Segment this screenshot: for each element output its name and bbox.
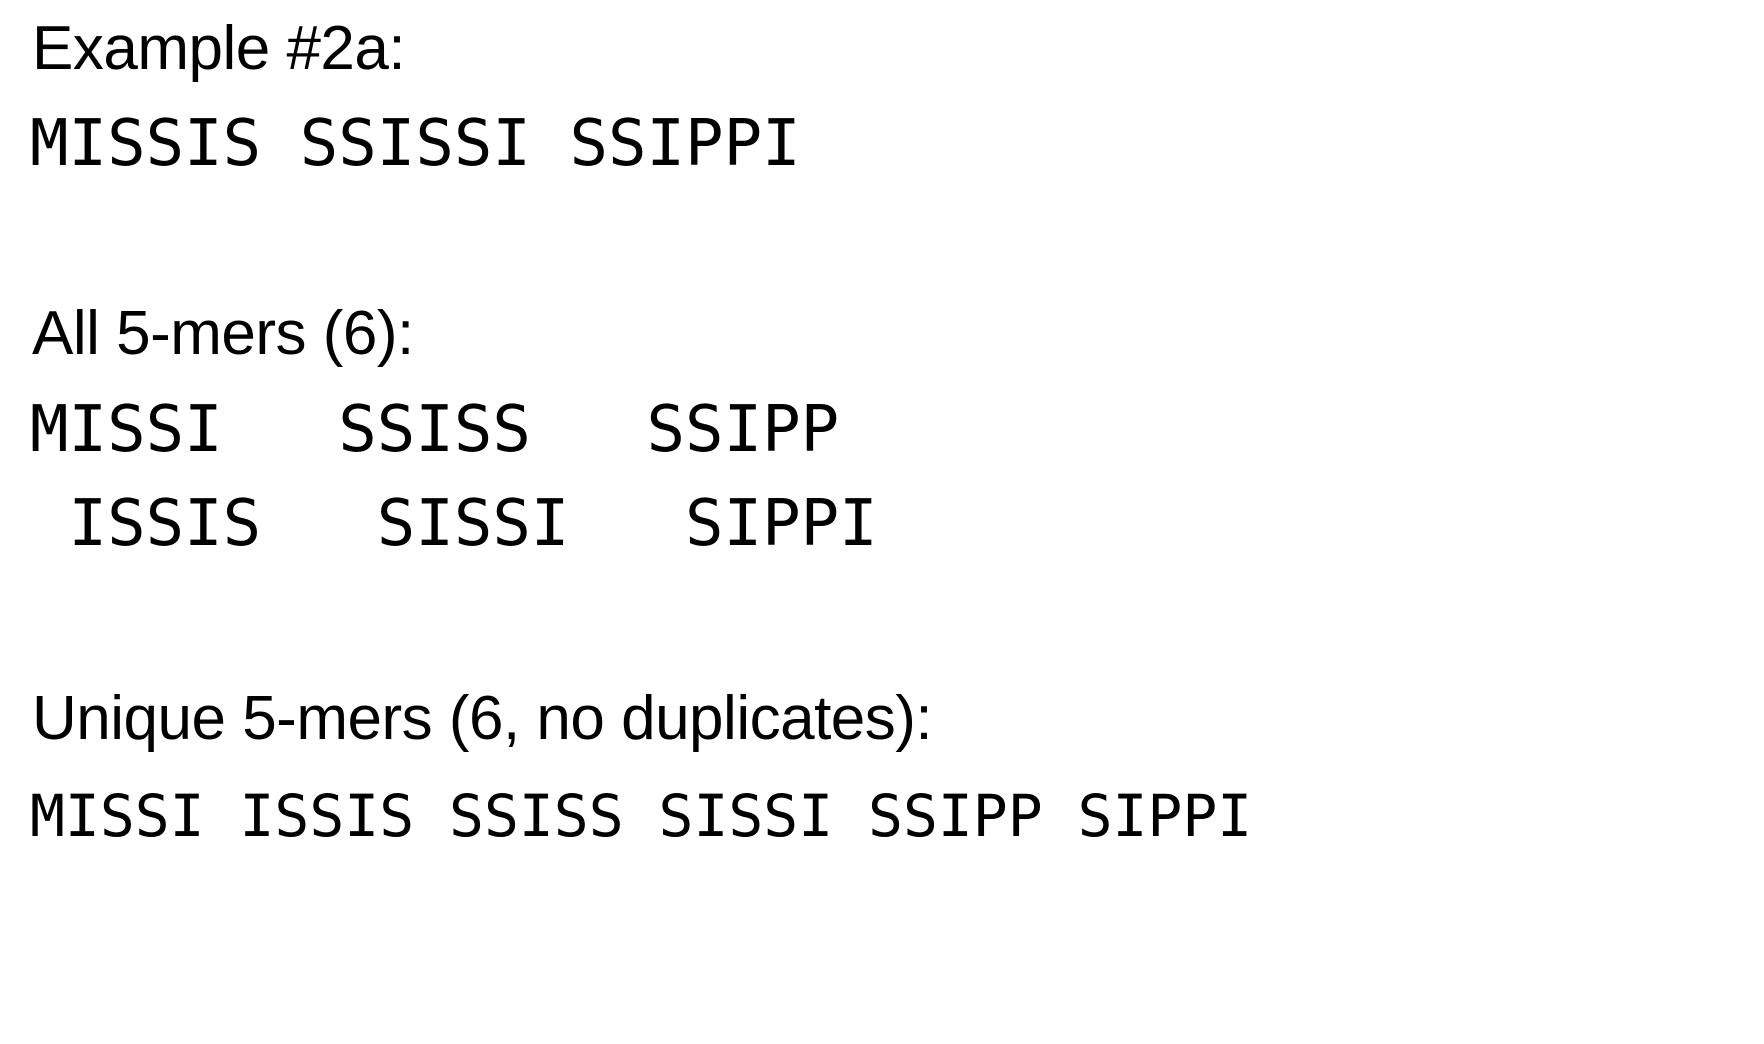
page-title: Example #2a: xyxy=(32,14,406,83)
unique-kmers-heading: Unique 5-mers (6, no duplicates): xyxy=(32,684,933,753)
all-kmers-row-1: MISSI SSISS SSIPP xyxy=(30,393,840,467)
unique-kmers-row: MISSI ISSIS SSISS SISSI SSIPP SIPPI xyxy=(30,782,1253,850)
all-kmers-row-2: ISSIS SISSI SIPPI xyxy=(30,487,878,561)
all-kmers-heading: All 5-mers (6): xyxy=(32,299,414,368)
input-sequence-text: MISSIS SSISSI SSIPPI xyxy=(30,107,801,181)
